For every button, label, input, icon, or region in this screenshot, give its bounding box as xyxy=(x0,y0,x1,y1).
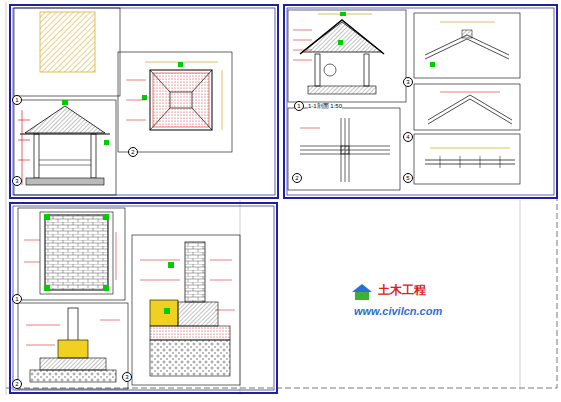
callout-number: 3 xyxy=(15,178,18,184)
callout-number: 5 xyxy=(406,175,409,181)
callout-circle: 2 xyxy=(12,379,22,389)
callout-circle: 2 xyxy=(292,173,302,183)
callout-number: 1 xyxy=(15,296,18,302)
callout-circle: 4 xyxy=(403,132,413,142)
callout-circle: 1 xyxy=(294,101,304,111)
callout-number: 2 xyxy=(15,381,18,387)
callout-circle: 3 xyxy=(403,77,413,87)
callout-circle: 1 xyxy=(12,294,22,304)
callout-circle: 2 xyxy=(128,147,138,157)
view-title: 1-1剖面 1:50 xyxy=(308,103,342,110)
callout-circle: 3 xyxy=(12,176,22,186)
callout-number: 1 xyxy=(297,103,300,109)
callout-circle: 3 xyxy=(122,372,132,382)
callout-number: 3 xyxy=(406,79,409,85)
callout-number: 1 xyxy=(15,97,18,103)
watermark-title: 土木工程 xyxy=(378,284,426,297)
callout-number: 2 xyxy=(295,175,298,181)
callout-number: 3 xyxy=(125,374,128,380)
callout-number: 4 xyxy=(406,134,409,140)
callout-circle: 1 xyxy=(12,95,22,105)
callout-circle: 5 xyxy=(403,173,413,183)
callout-number: 2 xyxy=(131,149,134,155)
watermark-url: www.civilcn.com xyxy=(354,305,442,317)
